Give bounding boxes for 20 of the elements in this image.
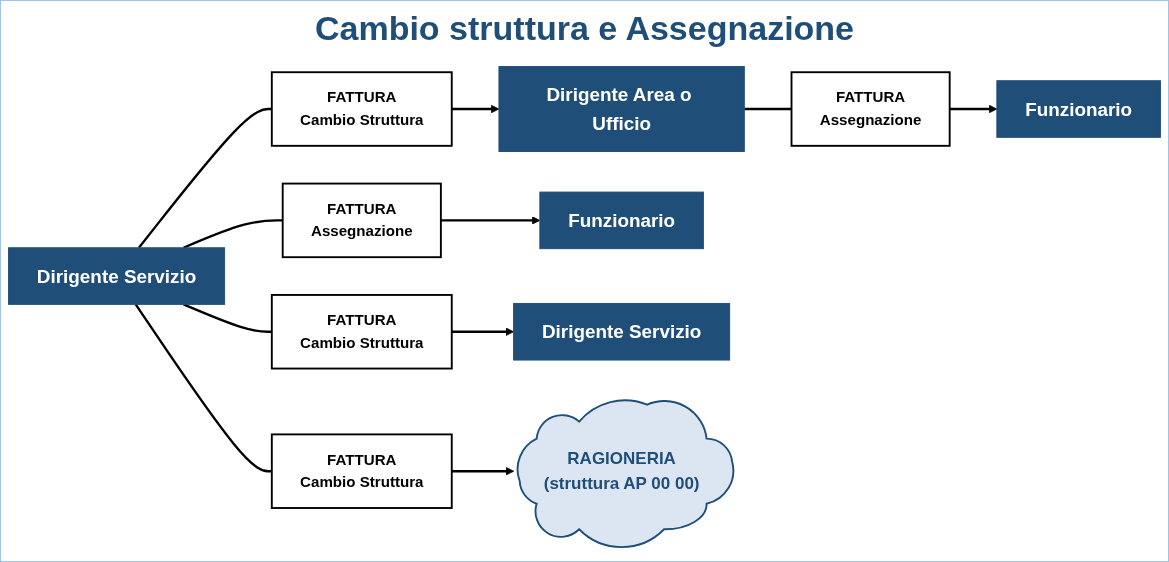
node-box: FATTURA Assegnazione <box>790 70 951 147</box>
node-box: Dirigente Servizio <box>513 302 731 361</box>
arrow <box>451 466 515 476</box>
connector <box>744 107 792 110</box>
node-box: FATTURA Assegnazione <box>281 182 442 258</box>
node-box: Dirigente Area o Ufficio <box>498 65 745 152</box>
node-box: FATTURA Cambio Struttura <box>270 293 453 370</box>
node-box: Funzionario <box>539 191 704 249</box>
node-box: Funzionario <box>996 79 1161 138</box>
connector <box>137 107 272 249</box>
arrow <box>451 104 500 113</box>
arrow <box>949 104 998 113</box>
arrow <box>451 327 514 336</box>
node-box: FATTURA Cambio Struttura <box>270 433 453 509</box>
node-box: Dirigente Servizio <box>8 246 226 305</box>
connector <box>183 218 283 249</box>
arrow <box>440 215 541 225</box>
connector <box>134 303 272 473</box>
diagram-title: Cambio struttura e Assegnazione <box>314 9 855 48</box>
node-box: FATTURA Cambio Struttura <box>270 70 453 147</box>
